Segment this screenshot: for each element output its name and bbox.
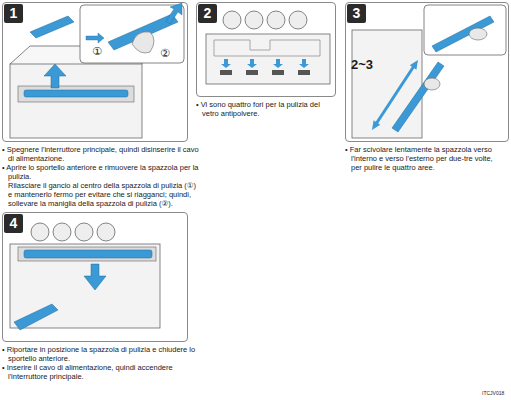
step-caption: • Riportare in posizione la spazzola di … — [2, 345, 207, 381]
instruction-text: • Spegnere l'interruttore principale, qu… — [2, 145, 202, 163]
lift-handle-arrow — [166, 3, 182, 24]
toner-bottle — [245, 11, 263, 29]
machine-body — [206, 34, 330, 84]
detail-inset — [424, 5, 506, 55]
step-number: 1 — [4, 4, 23, 23]
panel-frame — [196, 2, 336, 97]
cleaning-hole — [272, 70, 284, 75]
toner-bottle — [75, 223, 93, 241]
brush-slot — [18, 86, 134, 102]
step-number: 2 — [198, 4, 217, 23]
callout-label: 2~3 — [351, 58, 373, 71]
toner-bottle — [267, 11, 285, 29]
cleaning-hole — [298, 70, 310, 75]
instruction-text: • Far scivolare lentamente la spazzola v… — [345, 145, 505, 172]
toner-bottle — [31, 223, 49, 241]
machine-body — [10, 64, 142, 138]
step-caption: • Spegnere l'interruttore principale, qu… — [2, 145, 202, 208]
hand — [469, 28, 487, 40]
panel-1-art — [10, 3, 184, 138]
callout-label: ② — [160, 48, 170, 59]
brush-detail — [432, 16, 494, 52]
step-number: 3 — [347, 4, 366, 23]
instruction-text: • Vi sono quattro fori per la pulizia de… — [196, 100, 338, 118]
panel-frame — [2, 2, 188, 142]
insert-arrow — [84, 264, 106, 290]
step-caption: • Vi sono quattro fori per la pulizia de… — [196, 100, 338, 118]
cleaning-brush — [392, 62, 444, 132]
machine-body — [352, 30, 422, 138]
step-caption: • Far scivolare lentamente la spazzola v… — [345, 145, 505, 172]
instruction-text: • Riportare in posizione la spazzola di … — [2, 345, 207, 363]
step-panel: 3• Far scivolare lentamente la spazzola … — [345, 2, 509, 142]
hand — [132, 32, 154, 53]
brush-slot — [18, 247, 156, 261]
step-panel: 1• Spegnere l'interruttore principale, q… — [2, 2, 188, 142]
cleaning-hole — [220, 70, 232, 75]
inner-cover — [214, 40, 320, 56]
panel-4-art — [10, 223, 160, 330]
panel-frame — [345, 2, 509, 142]
hole-arrow — [221, 59, 231, 68]
hole-arrow — [247, 59, 257, 68]
step-panel: 4• Riportare in posizione la spazzola di… — [2, 212, 188, 342]
release-arrow — [86, 33, 104, 43]
toner-bottle — [53, 223, 71, 241]
hole-arrow — [299, 59, 309, 68]
hand — [424, 78, 440, 90]
detail-inset — [80, 5, 184, 63]
arrow-head — [410, 60, 418, 70]
instruction-text: • Aprire lo sportello anteriore e rimuov… — [2, 163, 202, 181]
hole-arrow — [273, 59, 283, 68]
toner-bottle — [97, 223, 115, 241]
cleaning-brush — [24, 90, 128, 97]
figure-code: ITCJV018 — [482, 391, 504, 396]
instruction-text: Rilasciare il gancio al centro della spa… — [2, 181, 202, 208]
step-panel: 2• Vi sono quattro fori per la pulizia d… — [196, 2, 336, 97]
brush-piece — [30, 16, 74, 38]
lift-arrow — [44, 64, 66, 88]
callout-label: ① — [92, 46, 102, 57]
arrow-head — [372, 120, 380, 130]
brush-piece — [14, 304, 58, 330]
panel-frame — [2, 212, 188, 342]
panel-2-art — [206, 11, 330, 84]
cleaning-hole — [246, 70, 258, 75]
instruction-text: • Inserire il cavo di alimentazione, qui… — [2, 363, 207, 381]
panel-3-art — [352, 5, 506, 138]
step-number: 4 — [4, 214, 23, 233]
cleaning-brush — [24, 250, 152, 258]
toner-bottle — [223, 11, 241, 29]
toner-bottle — [289, 11, 307, 29]
